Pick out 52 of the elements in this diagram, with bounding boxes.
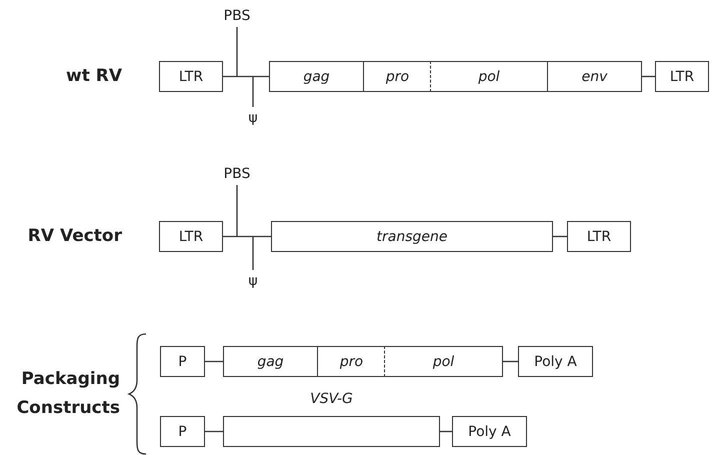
segment-label: pro bbox=[386, 68, 410, 84]
gene-segment-box bbox=[655, 61, 709, 92]
connector-line bbox=[205, 430, 223, 432]
segment-label: Poly A bbox=[468, 424, 511, 440]
leader-line bbox=[236, 185, 238, 236]
gene-segment-box bbox=[317, 346, 385, 377]
feature-label: ψ bbox=[243, 270, 263, 292]
segment-label: LTR bbox=[670, 68, 694, 84]
leader-line bbox=[236, 27, 238, 76]
connector-line bbox=[223, 236, 271, 238]
connector-line bbox=[440, 430, 452, 432]
segment-label: LTR bbox=[178, 68, 204, 84]
segment-label: LTR bbox=[178, 228, 204, 244]
gene-segment-box bbox=[159, 61, 223, 92]
connector-line bbox=[553, 236, 567, 238]
gene-segment-box bbox=[430, 61, 548, 92]
row-label: Packaging Constructs bbox=[16, 368, 120, 420]
connector-line bbox=[642, 76, 655, 78]
segment-label: P bbox=[178, 424, 187, 440]
gene-segment-box bbox=[160, 416, 205, 447]
segment-label: pol bbox=[432, 354, 454, 370]
gene-segment-box bbox=[547, 61, 642, 92]
segment-label: Poly A bbox=[534, 354, 577, 370]
gene-segment-box bbox=[452, 416, 527, 447]
leader-line bbox=[252, 236, 254, 270]
segment-label: pol bbox=[478, 68, 500, 84]
connector-line bbox=[223, 76, 269, 78]
gene-segment-box bbox=[159, 221, 223, 252]
segment-label: LTR bbox=[586, 228, 612, 244]
segment-label: transgene bbox=[376, 228, 448, 244]
segment-label: env bbox=[582, 68, 608, 84]
gene-segment-box bbox=[567, 221, 631, 252]
connector-line bbox=[205, 360, 223, 362]
segment-label: P bbox=[178, 354, 187, 370]
gene-segment-box bbox=[269, 61, 364, 92]
feature-label: ψ bbox=[243, 107, 263, 129]
segment-label: gag bbox=[303, 68, 330, 84]
gene-segment-box bbox=[160, 346, 205, 377]
gene-name: VSV-G bbox=[309, 391, 354, 407]
gene-segment-box bbox=[363, 61, 431, 92]
row-label: RV Vector bbox=[26, 225, 122, 248]
gene-segment-box bbox=[223, 346, 318, 377]
leader-line bbox=[252, 76, 254, 107]
segment-label: gag bbox=[257, 354, 284, 370]
feature-label: PBS bbox=[222, 5, 252, 27]
gene-segment-box bbox=[271, 221, 553, 252]
feature-label: PBS bbox=[222, 163, 252, 185]
segment-label: pro bbox=[340, 354, 364, 370]
gene-segment-box bbox=[384, 346, 503, 377]
row-label: wt RV bbox=[65, 65, 122, 88]
connector-line bbox=[503, 360, 518, 362]
gene-segment-box bbox=[518, 346, 593, 377]
